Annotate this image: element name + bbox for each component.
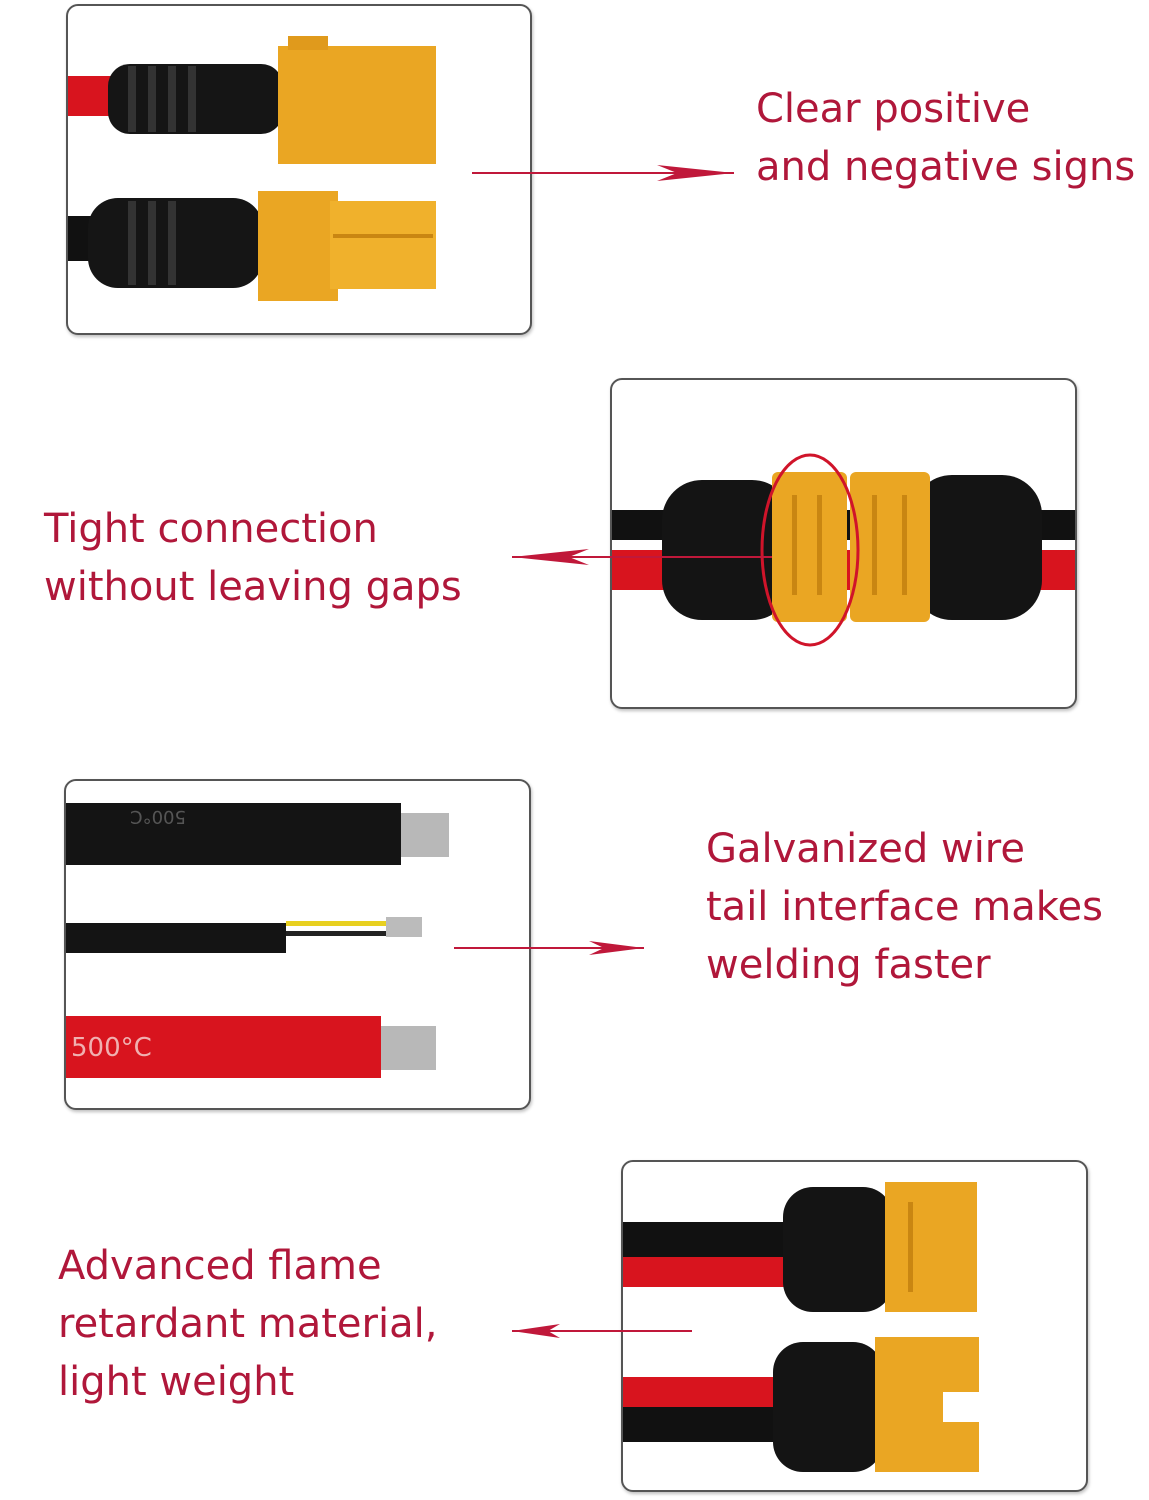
caption-line: Tight connection bbox=[44, 506, 378, 552]
tinned-wire-image: 500°C 500°C bbox=[64, 779, 531, 1110]
caption-line: retardant material, bbox=[58, 1301, 438, 1347]
caption-line: light weight bbox=[58, 1359, 295, 1405]
feature-caption-tinned-wire: Galvanized wire tail interface makes wel… bbox=[706, 820, 1103, 994]
caption-line: Advanced flame bbox=[58, 1243, 382, 1289]
feature-caption-polarity: Clear positive and negative signs bbox=[756, 80, 1135, 196]
connector-signs-image bbox=[66, 4, 532, 335]
caption-line: Clear positive bbox=[756, 86, 1031, 132]
caption-line: Galvanized wire bbox=[706, 826, 1025, 872]
arrow-right-icon bbox=[472, 165, 734, 181]
tight-connection-image bbox=[610, 378, 1077, 709]
caption-line: tail interface makes bbox=[706, 884, 1103, 930]
caption-line: welding faster bbox=[706, 942, 991, 988]
caption-line: and negative signs bbox=[756, 144, 1136, 190]
arrow-right-icon bbox=[454, 941, 644, 955]
wire-print-label: 500°C bbox=[130, 806, 186, 827]
caption-line: without leaving gaps bbox=[44, 564, 462, 610]
arrow-left-icon bbox=[512, 1324, 692, 1338]
wire-print-label: 500°C bbox=[71, 1033, 152, 1063]
feature-caption-flame-retardant: Advanced flame retardant material, light… bbox=[58, 1237, 437, 1411]
arrow-left-icon bbox=[512, 549, 772, 565]
feature-caption-tight-connection: Tight connection without leaving gaps bbox=[44, 500, 462, 616]
flame-retardant-image bbox=[621, 1160, 1088, 1492]
